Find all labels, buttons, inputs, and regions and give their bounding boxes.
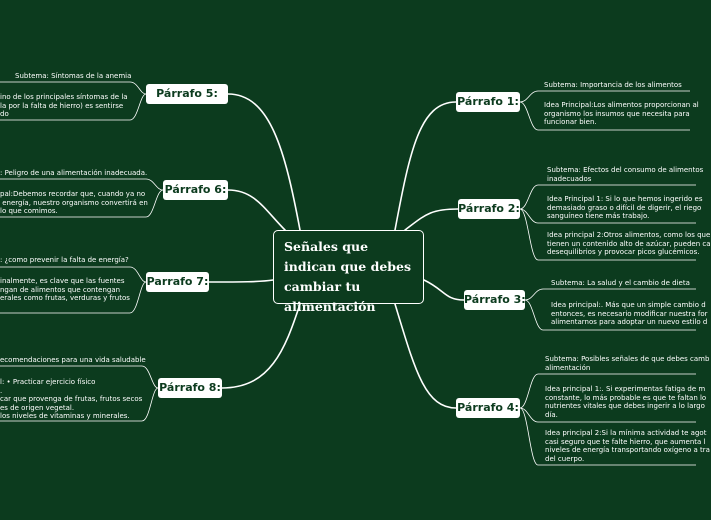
node-parrafo-7[interactable]: Parrafo 7:	[146, 272, 209, 292]
subtopic-parrafo-3[interactable]: Subtema: La salud y el cambio de dieta	[551, 279, 690, 287]
node-parrafo-5[interactable]: Párrafo 5:	[146, 84, 228, 104]
node-parrafo-6[interactable]: Párrafo 6:	[163, 180, 228, 200]
node-parrafo-8[interactable]: Párrafo 8:	[158, 378, 222, 398]
node-parrafo-1[interactable]: Párrafo 1:	[456, 92, 520, 112]
central-topic[interactable]: Señales que indican que debes cambiar tu…	[273, 230, 424, 314]
subtopic-parrafo-5[interactable]: Subtema: Síntomas de la anemia	[15, 72, 132, 80]
node-parrafo-4[interactable]: Párrafo 4:	[456, 398, 520, 418]
idea-parrafo-8[interactable]: l: • Practicar ejercicio físico . car qu…	[0, 378, 143, 421]
subtopic-parrafo-4[interactable]: Subtema: Posibles señales de que debes c…	[545, 355, 710, 372]
idea-parrafo-1[interactable]: Idea Principal:Los alimentos proporciona…	[544, 101, 699, 127]
idea-parrafo-3[interactable]: Idea principal:. Más que un simple cambi…	[551, 301, 708, 327]
subtopic-parrafo-8[interactable]: ecomendaciones para una vida saludable	[0, 356, 146, 364]
idea-parrafo-5[interactable]: ino de los principales síntomas de la la…	[0, 93, 128, 119]
idea-1-parrafo-2[interactable]: Idea Principal 1: Si lo que hemos ingeri…	[547, 195, 703, 221]
idea-1-parrafo-4[interactable]: Idea principal 1:. Si experimentas fatig…	[545, 385, 707, 419]
subtopic-parrafo-7[interactable]: : ¿como prevenir la falta de energía?	[0, 256, 129, 264]
idea-parrafo-7[interactable]: inalmente, es clave que las fuentes ngan…	[0, 277, 130, 303]
subtopic-parrafo-1[interactable]: Subtema: Importancia de los alimentos	[544, 81, 682, 89]
connector-lines	[0, 81, 696, 466]
subtopic-parrafo-6[interactable]: : Peligro de una alimentación inadecuada…	[0, 169, 148, 177]
subtopic-parrafo-2[interactable]: Subtema: Efectos del consumo de alimento…	[547, 166, 704, 183]
node-parrafo-3[interactable]: Párrafo 3:	[464, 290, 526, 310]
idea-2-parrafo-4[interactable]: Idea principal 2:Si la mínima actividad …	[545, 429, 710, 463]
idea-2-parrafo-2[interactable]: Idea principal 2:Otros alimentos, como l…	[547, 231, 711, 257]
idea-parrafo-6[interactable]: pal:Debemos recordar que, cuando ya no e…	[0, 190, 148, 216]
node-parrafo-2[interactable]: Párrafo 2:	[458, 199, 520, 219]
